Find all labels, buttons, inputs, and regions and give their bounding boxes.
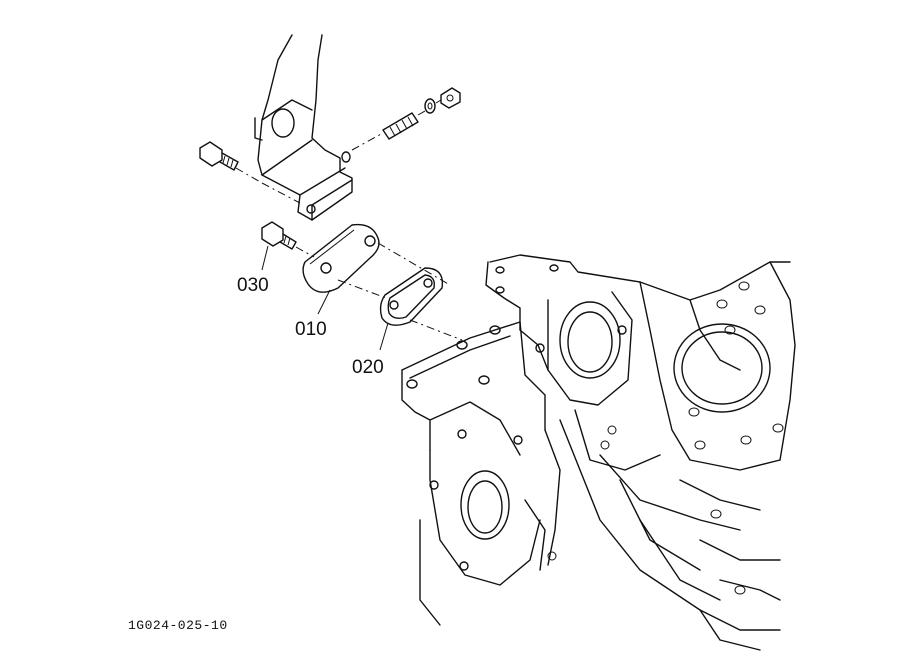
bracket-bolt	[199, 141, 301, 204]
drawing-reference-code: 1G024-025-10	[128, 618, 228, 633]
gasket-020	[337, 267, 463, 351]
part-label-020: 020	[352, 357, 384, 378]
part-label-010: 010	[295, 319, 327, 340]
stud-bolt-assembly	[351, 87, 461, 151]
engine-block	[401, 254, 796, 651]
part-label-030: 030	[237, 275, 269, 296]
mounting-bracket	[254, 34, 353, 221]
cover-plate-010	[302, 223, 451, 315]
bolt-030	[261, 221, 315, 271]
